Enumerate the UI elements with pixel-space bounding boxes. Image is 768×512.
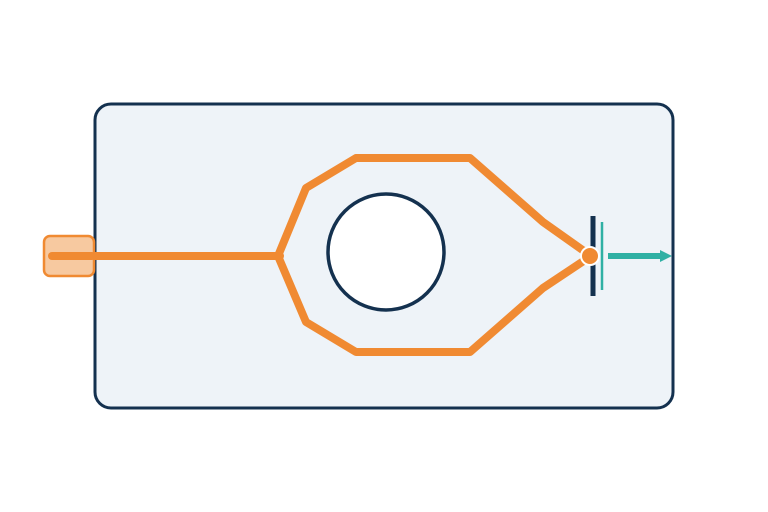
upper-arm-waveguide	[274, 154, 595, 260]
output-arrow-head	[660, 250, 672, 262]
central-ring	[326, 192, 446, 312]
output-junction	[580, 246, 600, 266]
lower-arm-waveguide	[274, 252, 595, 356]
